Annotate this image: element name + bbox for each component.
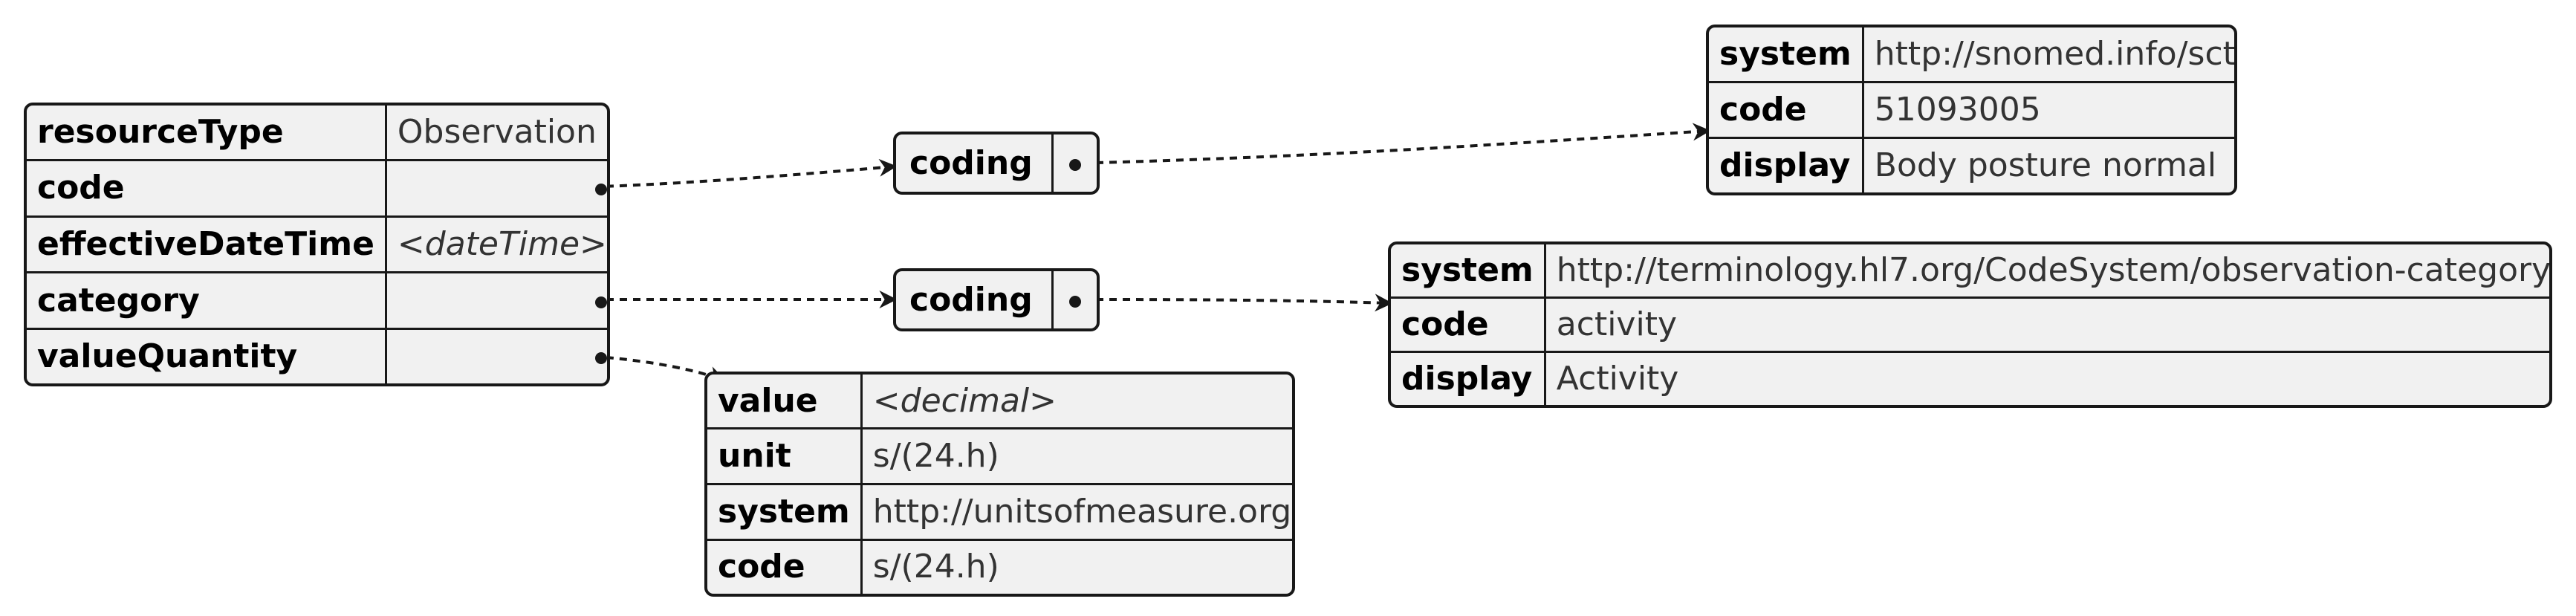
quantity-row-system: system http://unitsofmeasure.org xyxy=(707,482,1292,541)
link-dot-icon xyxy=(594,184,607,196)
row-key: code xyxy=(1709,80,1864,140)
row-key: unit xyxy=(707,427,863,485)
link-dot xyxy=(384,271,607,331)
row-key: system xyxy=(1391,244,1546,299)
category-coding-chip: coding xyxy=(893,268,1100,331)
link-dot xyxy=(384,328,607,383)
row-key: system xyxy=(1709,27,1864,83)
link-dot xyxy=(1051,271,1097,328)
detail-row-code: code activity xyxy=(1391,296,2549,354)
row-key: display xyxy=(1391,351,1546,405)
detail-row-display: display Body posture normal xyxy=(1709,137,2234,192)
link-dot xyxy=(1051,134,1097,192)
code-coding-to-detail-arrow xyxy=(1095,123,1711,164)
link-dot xyxy=(384,158,607,218)
code-to-coding-arrow xyxy=(579,158,898,189)
row-key: code xyxy=(707,538,863,594)
row-value: http://terminology.hl7.org/CodeSystem/ob… xyxy=(1543,244,2549,299)
code-coding-detail-map: system http://snomed.info/sct code 51093… xyxy=(1706,25,2237,195)
detail-row-system: system http://terminology.hl7.org/CodeSy… xyxy=(1391,244,2549,299)
link-dot-icon xyxy=(1068,295,1081,308)
row-value: 51093005 xyxy=(1861,80,2234,140)
quantity-row-code: code s/(24.h) xyxy=(707,538,1292,594)
observation-row-resource-type: resourceType Observation xyxy=(27,106,607,161)
row-key: effectiveDateTime xyxy=(27,215,387,274)
row-key: display xyxy=(1709,137,1864,192)
row-key: system xyxy=(707,482,863,541)
quantity-row-unit: unit s/(24.h) xyxy=(707,427,1292,485)
row-value: <decimal> xyxy=(860,375,1292,430)
code-coding-chip: coding xyxy=(893,132,1100,195)
row-value: <dateTime> xyxy=(384,215,607,274)
row-key: resourceType xyxy=(27,106,387,161)
link-dot-icon xyxy=(594,296,607,308)
category-coding-detail-map: system http://terminology.hl7.org/CodeSy… xyxy=(1388,241,2552,408)
row-key: valueQuantity xyxy=(27,328,387,383)
observation-row-effective-date-time: effectiveDateTime <dateTime> xyxy=(27,215,607,274)
row-value: http://unitsofmeasure.org xyxy=(860,482,1292,541)
observation-row-category: category xyxy=(27,271,607,331)
row-value: Observation xyxy=(384,106,607,161)
observation-row-value-quantity: valueQuantity xyxy=(27,328,607,383)
row-value: s/(24.h) xyxy=(860,427,1292,485)
row-key: category xyxy=(27,271,387,331)
row-key: code xyxy=(1391,296,1546,354)
row-value: s/(24.h) xyxy=(860,538,1292,594)
value-quantity-map: value <decimal> unit s/(24.h) system htt… xyxy=(704,372,1295,597)
row-key: value xyxy=(707,375,863,430)
link-dot-icon xyxy=(594,352,607,365)
observation-map: resourceType Observation code effectiveD… xyxy=(24,103,610,386)
chip-label: coding xyxy=(896,271,1054,328)
chip-label: coding xyxy=(896,134,1054,192)
row-value: activity xyxy=(1543,296,2549,354)
detail-row-system: system http://snomed.info/sct xyxy=(1709,27,2234,83)
category-coding-to-detail-arrow xyxy=(1095,294,1393,312)
observation-row-code: code xyxy=(27,158,607,218)
row-key: code xyxy=(27,158,387,218)
quantity-row-value: value <decimal> xyxy=(707,375,1292,430)
row-value: http://snomed.info/sct xyxy=(1861,27,2234,83)
row-value: Body posture normal xyxy=(1861,137,2234,192)
row-value: Activity xyxy=(1543,351,2549,405)
detail-row-code: code 51093005 xyxy=(1709,80,2234,140)
link-dot-icon xyxy=(1068,158,1081,171)
detail-row-display: display Activity xyxy=(1391,351,2549,405)
